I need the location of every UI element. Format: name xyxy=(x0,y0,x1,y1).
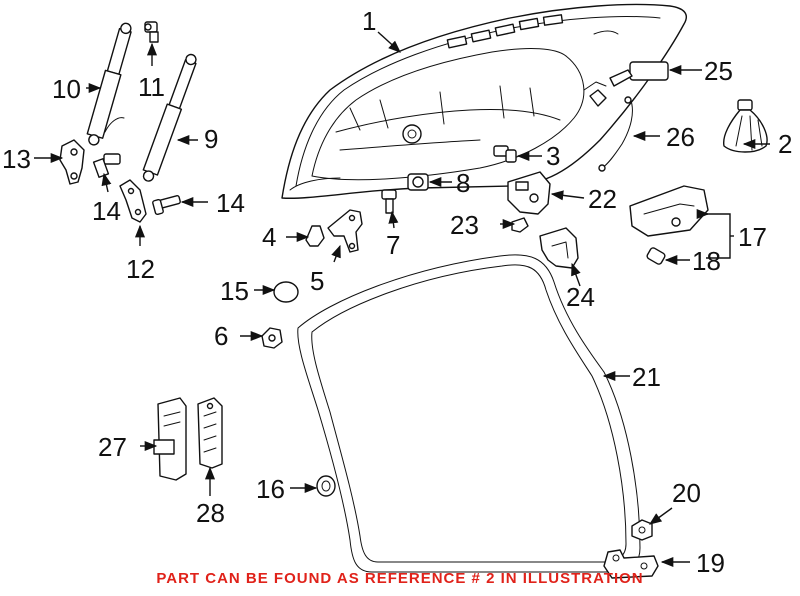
callout-21: 21 xyxy=(632,362,661,392)
callout-10: 10 xyxy=(52,74,81,104)
callout-24: 24 xyxy=(566,282,595,312)
callout-4: 4 xyxy=(262,222,276,252)
callout-14a: 14 xyxy=(92,196,121,226)
callout-3: 3 xyxy=(546,141,560,171)
strut-right-part xyxy=(142,53,197,182)
callout-1: 1 xyxy=(362,6,376,36)
callout-16: 16 xyxy=(256,474,285,504)
callout-2: 2 xyxy=(778,129,792,159)
callout-13: 13 xyxy=(2,144,31,174)
bolt-7-part xyxy=(381,189,397,214)
callout-8: 8 xyxy=(456,168,470,198)
callout-15: 15 xyxy=(220,276,249,306)
callout-20: 20 xyxy=(672,478,701,508)
callout-12: 12 xyxy=(126,254,155,284)
bracket-12-part xyxy=(119,179,147,223)
callout-7: 7 xyxy=(386,230,400,260)
callout-17: 17 xyxy=(738,222,767,252)
module-27-part xyxy=(153,397,187,481)
callout-23: 23 xyxy=(450,210,479,240)
callout-6: 6 xyxy=(214,321,228,351)
hinge-5-part xyxy=(327,209,363,253)
strut-left-part xyxy=(86,22,132,146)
callout-27: 27 xyxy=(98,432,127,462)
callout-22: 22 xyxy=(588,184,617,214)
cable-26-part xyxy=(598,96,633,172)
callout-25: 25 xyxy=(704,56,733,86)
bolt-11-part xyxy=(144,21,159,43)
handle-17-part xyxy=(629,185,709,237)
bolt-14a-part xyxy=(92,153,121,178)
callout-9: 9 xyxy=(204,124,218,154)
striker-24-part xyxy=(539,227,579,269)
nut-8-part xyxy=(407,173,429,191)
latch-22-part xyxy=(507,171,551,215)
bracket-28-part xyxy=(197,397,223,469)
bolt-14b-part xyxy=(152,195,181,216)
bumper-16-part xyxy=(316,475,336,497)
nut-23-part xyxy=(511,217,529,233)
weatherstrip-21-part xyxy=(297,254,641,573)
bracket-13-part xyxy=(59,139,85,185)
stud-3-part xyxy=(493,145,517,163)
callout-14b: 14 xyxy=(216,188,245,218)
callout-26: 26 xyxy=(666,122,695,152)
callout-28: 28 xyxy=(196,498,225,528)
clip-18-part xyxy=(646,247,666,265)
callout-19: 19 xyxy=(696,548,725,578)
callout-numbers: 1 2 3 4 5 6 7 8 9 10 11 12 13 14 14 15 1… xyxy=(2,6,792,578)
callout-5: 5 xyxy=(310,266,324,296)
boot-2-part xyxy=(723,99,768,153)
reference-note: PART CAN BE FOUND AS REFERENCE # 2 IN IL… xyxy=(156,570,644,587)
nut-20-part xyxy=(631,519,653,541)
clip-6-part xyxy=(261,327,283,349)
plug-15-part xyxy=(273,281,299,303)
bracket-19-part xyxy=(603,549,659,579)
callout-11: 11 xyxy=(138,72,165,102)
switch-25-part xyxy=(583,61,669,107)
bumper-4-part xyxy=(305,225,325,247)
callout-18: 18 xyxy=(692,246,721,276)
leader-lines xyxy=(34,31,770,568)
